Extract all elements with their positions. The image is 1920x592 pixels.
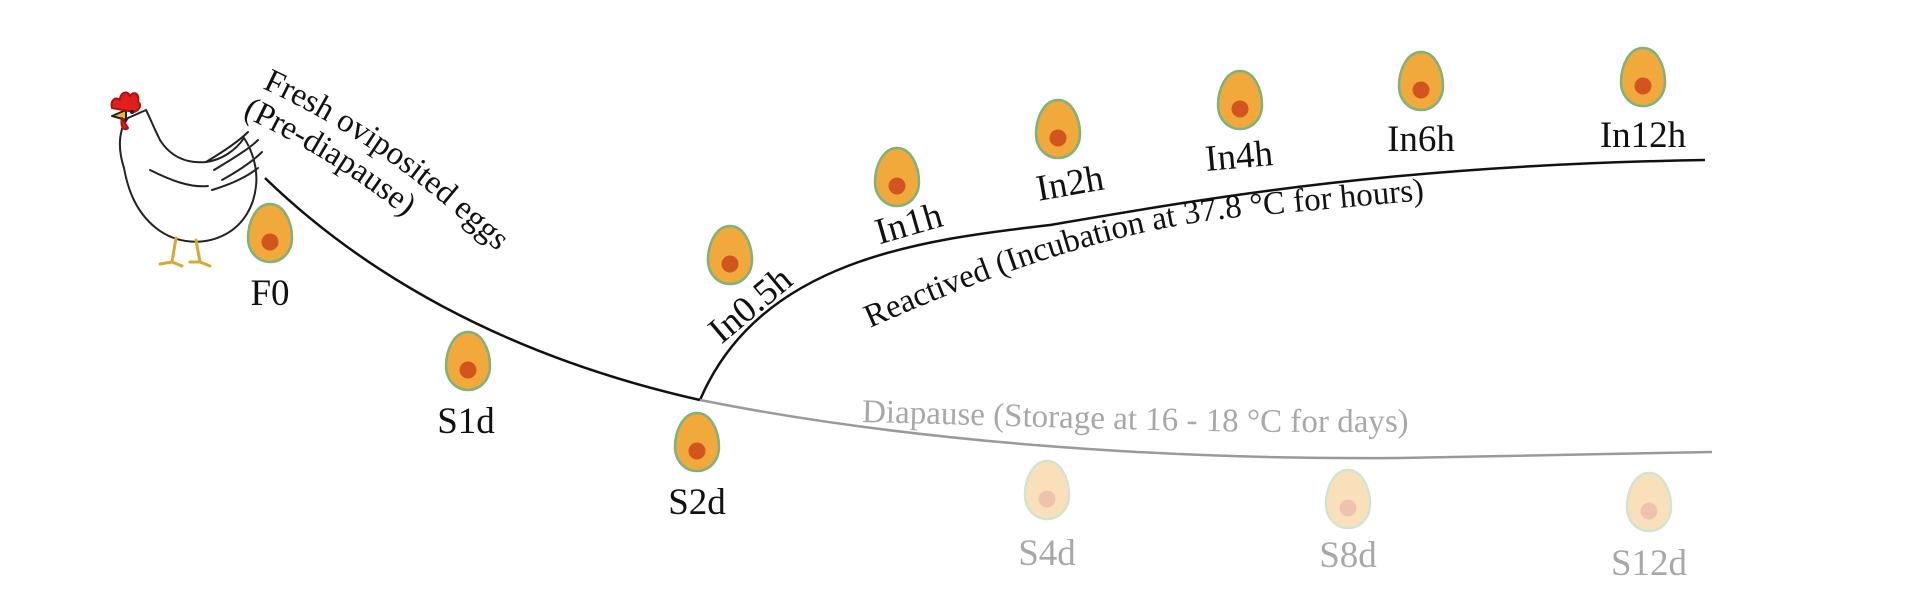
fresh-eggs-label: Fresh oviposited eggs bbox=[259, 63, 517, 258]
egg-s8d-icon bbox=[1324, 468, 1372, 530]
egg-f0-icon bbox=[246, 202, 294, 264]
egg-s12d-icon bbox=[1625, 471, 1673, 533]
label-s1d: S1d bbox=[437, 401, 495, 442]
egg-s4d-icon bbox=[1023, 459, 1071, 521]
egg-s1d-icon bbox=[444, 330, 492, 392]
label-s2d: S2d bbox=[668, 482, 726, 523]
egg-in6h-icon bbox=[1397, 50, 1445, 112]
egg-in2h-icon bbox=[1034, 98, 1082, 160]
egg-in05h-icon bbox=[706, 224, 754, 286]
diapause-curve bbox=[699, 398, 1713, 460]
label-in12h: In12h bbox=[1600, 115, 1687, 156]
pre-diapause-curve bbox=[264, 177, 701, 402]
label-in2h: In2h bbox=[1033, 158, 1107, 210]
egg-s2d-icon bbox=[673, 411, 721, 473]
egg-in4h-icon bbox=[1216, 69, 1264, 131]
label-f0: F0 bbox=[250, 273, 289, 314]
reactived-label: Reactived (Incubation at 37.8 °C for hou… bbox=[859, 172, 1426, 335]
diapause-label: Diapause (Storage at 16 - 18 °C for days… bbox=[862, 394, 1409, 440]
egg-in12h-icon bbox=[1619, 46, 1667, 108]
label-s12d: S12d bbox=[1611, 543, 1688, 584]
hen-icon bbox=[110, 91, 263, 268]
label-in6h: In6h bbox=[1387, 119, 1455, 160]
label-in4h: In4h bbox=[1203, 133, 1275, 180]
label-s8d: S8d bbox=[1319, 535, 1377, 576]
label-in1h: In1h bbox=[871, 195, 948, 253]
label-s4d: S4d bbox=[1018, 533, 1076, 574]
egg-in1h-icon bbox=[873, 146, 921, 208]
reactivation-curve bbox=[698, 158, 1706, 401]
